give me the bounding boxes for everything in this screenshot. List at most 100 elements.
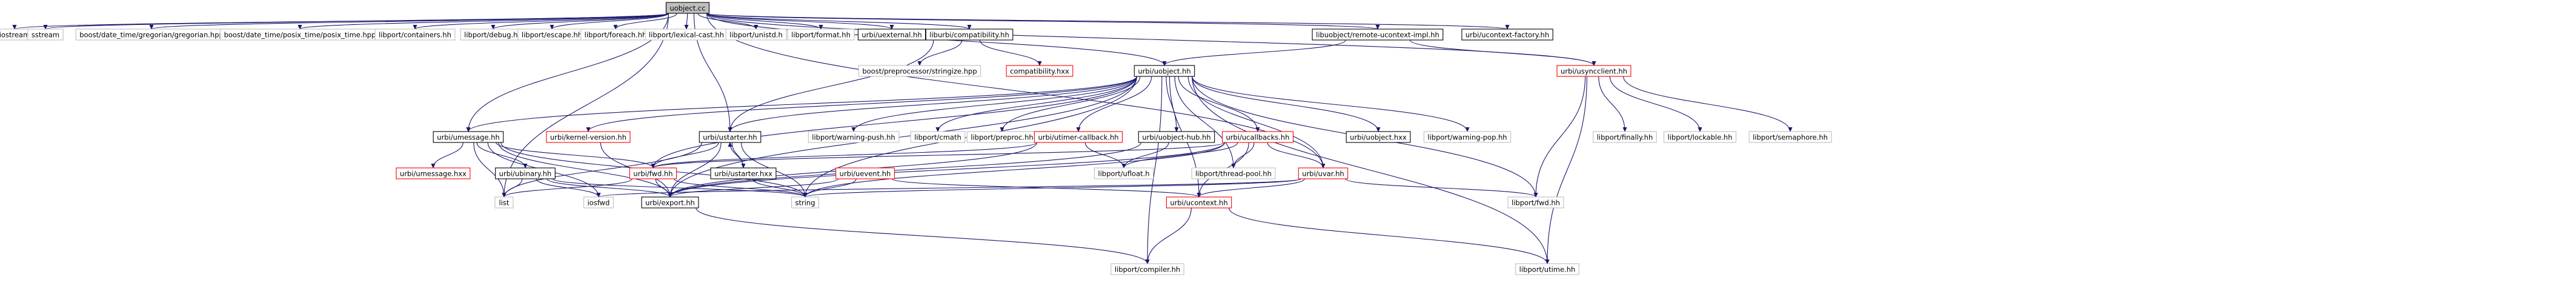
node-box[interactable] — [546, 131, 631, 143]
node-box[interactable] — [433, 131, 504, 143]
node-box[interactable] — [787, 28, 855, 41]
node-box[interactable] — [710, 167, 777, 179]
node-compat[interactable]: liburbi/compatibility.hh — [925, 28, 1014, 41]
node-root[interactable]: uobject.cc — [665, 2, 710, 14]
node-uevent[interactable]: urbi/uevent.hh — [835, 167, 895, 179]
node-warnpop[interactable]: libport/warning-pop.hh — [1423, 131, 1512, 143]
node-ucallbacks[interactable]: urbi/ucallbacks.hh — [1221, 131, 1294, 143]
node-uexternal[interactable]: urbi/uexternal.hh — [857, 28, 926, 41]
node-lexcast[interactable]: libport/lexical-cast.hh — [645, 28, 728, 41]
node-ucfactory[interactable]: urbi/ucontext-factory.hh — [1461, 28, 1553, 41]
node-box[interactable] — [665, 2, 710, 14]
node-box[interactable] — [1134, 65, 1195, 77]
node-iosfwd[interactable]: iosfwd — [583, 196, 614, 209]
node-ucontext[interactable]: urbi/ucontext.hh — [1166, 196, 1232, 209]
node-iostream[interactable]: iostream — [0, 28, 34, 41]
node-label: libport/compiler.hh — [1115, 266, 1180, 274]
node-box[interactable] — [808, 131, 900, 143]
node-cmath[interactable]: libport/cmath — [910, 131, 966, 143]
node-box[interactable] — [835, 167, 895, 179]
node-utime[interactable]: libport/utime.hh — [1515, 263, 1579, 275]
node-box[interactable] — [494, 196, 514, 209]
node-box[interactable] — [1507, 196, 1564, 209]
node-escape[interactable]: libport/escape.hh — [517, 28, 586, 41]
node-threadpool[interactable]: libport/thread-pool.hh — [1191, 167, 1276, 179]
node-label: libport/finally.hh — [1597, 133, 1653, 142]
node-posix[interactable]: boost/date_time/posix_time/posix_time.hp… — [220, 28, 380, 41]
node-box[interactable] — [857, 28, 926, 41]
node-box[interactable] — [495, 167, 556, 179]
edge-ucontext-to-compiler — [1147, 207, 1192, 264]
node-uobject[interactable]: urbi/uobject.hh — [1134, 65, 1195, 77]
edge-ucallbacks-to-uvar — [1267, 142, 1323, 168]
node-box[interactable] — [641, 196, 699, 209]
node-box[interactable] — [1748, 131, 1832, 143]
node-box[interactable] — [396, 167, 471, 179]
node-box[interactable] — [1461, 28, 1553, 41]
node-compathxx[interactable]: compatibility.hxx — [1006, 65, 1074, 77]
node-warnpush[interactable]: libport/warning-push.hh — [808, 131, 900, 143]
node-containers[interactable]: libport/containers.hh — [374, 28, 456, 41]
node-ubinary[interactable]: urbi/ubinary.hh — [495, 167, 556, 179]
node-box[interactable] — [699, 131, 762, 143]
node-string[interactable]: string — [791, 196, 820, 209]
node-box[interactable] — [1298, 167, 1349, 179]
node-label: urbi/uobject.hxx — [1350, 133, 1407, 142]
node-greg[interactable]: boost/date_time/gregorian/gregorian.hpp — [75, 28, 228, 41]
node-format[interactable]: libport/format.hh — [787, 28, 855, 41]
node-uvar[interactable]: urbi/uvar.hh — [1298, 167, 1349, 179]
node-export[interactable]: urbi/export.hh — [641, 196, 699, 209]
node-box[interactable] — [1423, 131, 1512, 143]
node-box[interactable] — [629, 167, 677, 179]
node-box[interactable] — [858, 65, 981, 77]
node-box[interactable] — [1166, 196, 1232, 209]
node-compiler[interactable]: libport/compiler.hh — [1110, 263, 1184, 275]
node-debug[interactable]: libport/debug.hh — [460, 28, 526, 41]
node-box[interactable] — [1138, 131, 1215, 143]
node-usyncclient[interactable]: urbi/usyncclient.hh — [1556, 65, 1632, 77]
node-box[interactable] — [1593, 131, 1657, 143]
node-box[interactable] — [1346, 131, 1411, 143]
node-unistd[interactable]: libport/unistd.h — [725, 28, 787, 41]
node-box[interactable] — [791, 196, 820, 209]
node-kernelver[interactable]: urbi/kernel-version.hh — [546, 131, 631, 143]
node-box[interactable] — [1034, 131, 1123, 143]
node-remote[interactable]: libuobject/remote-ucontext-impl.hh — [1312, 28, 1444, 41]
node-box[interactable] — [925, 28, 1014, 41]
node-uobjecthxx[interactable]: urbi/uobject.hxx — [1346, 131, 1411, 143]
node-label: urbi/uexternal.hh — [861, 31, 921, 39]
node-list[interactable]: list — [494, 196, 514, 209]
node-box[interactable] — [1221, 131, 1294, 143]
node-box[interactable] — [27, 28, 64, 41]
node-lockable[interactable]: libport/lockable.hh — [1663, 131, 1737, 143]
node-uobjecthub[interactable]: urbi/uobject-hub.hh — [1138, 131, 1215, 143]
node-box[interactable] — [374, 28, 456, 41]
node-ufloat[interactable]: libport/ufloat.h — [1094, 167, 1154, 179]
node-semaphore[interactable]: libport/semaphore.hh — [1748, 131, 1832, 143]
node-umessagehxx[interactable]: urbi/umessage.hxx — [396, 167, 471, 179]
node-box[interactable] — [1515, 263, 1579, 275]
node-box[interactable] — [1191, 167, 1276, 179]
node-fwd[interactable]: urbi/fwd.hh — [629, 167, 677, 179]
node-box[interactable] — [1312, 28, 1444, 41]
node-label: iostream — [0, 31, 30, 39]
node-umessage[interactable]: urbi/umessage.hh — [433, 131, 504, 143]
node-box[interactable] — [725, 28, 787, 41]
node-sstream[interactable]: sstream — [27, 28, 64, 41]
node-ustarter[interactable]: urbi/ustarter.hh — [699, 131, 762, 143]
edge-uevent-to-export — [670, 178, 839, 197]
node-finally[interactable]: libport/finally.hh — [1593, 131, 1657, 143]
node-box[interactable] — [583, 196, 614, 209]
node-box[interactable] — [1110, 263, 1184, 275]
node-stringize[interactable]: boost/preprocessor/stringize.hpp — [858, 65, 981, 77]
node-box[interactable] — [1006, 65, 1074, 77]
node-box[interactable] — [1556, 65, 1632, 77]
node-foreach[interactable]: libport/foreach.hh — [580, 28, 651, 41]
node-libportfwd[interactable]: libport/fwd.hh — [1507, 196, 1564, 209]
node-box[interactable] — [1094, 167, 1154, 179]
node-preproc[interactable]: libport/preproc.hh — [966, 131, 1038, 143]
node-box[interactable] — [1663, 131, 1737, 143]
node-utimercb[interactable]: urbi/utimer-callback.hh — [1034, 131, 1123, 143]
node-box[interactable] — [910, 131, 966, 143]
node-ustarterhxx[interactable]: urbi/ustarter.hxx — [710, 167, 777, 179]
